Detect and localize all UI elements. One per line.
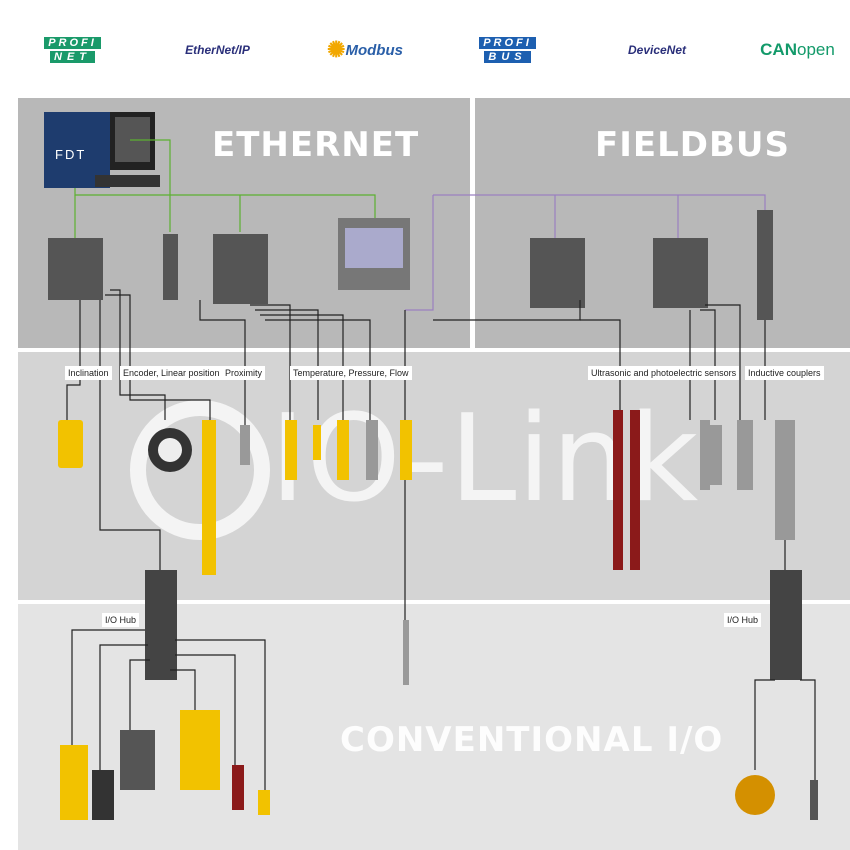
io-link-logo-circle — [130, 400, 270, 540]
fieldbus-title: FIELDBUS — [595, 125, 790, 165]
ethernet-ip-logo: EtherNet/IP — [185, 43, 250, 57]
label-proximity: Proximity — [222, 366, 266, 380]
label-io-hub-left: I/O Hub — [102, 613, 140, 627]
ethernet-lines — [74, 139, 376, 238]
profinet-logo: PROFI NET — [35, 30, 110, 70]
ethernet-title: ETHERNET — [212, 125, 420, 165]
label-inclination: Inclination — [65, 366, 112, 380]
light-curtains — [613, 410, 640, 570]
devicenet-logo: DeviceNet — [627, 43, 687, 57]
conventional-cables — [71, 629, 816, 790]
io-link-sensors — [58, 420, 412, 575]
conventional-devices — [60, 710, 818, 820]
label-encoder: Encoder, Linear position — [120, 366, 223, 380]
io-hubs — [145, 570, 802, 680]
label-temperature: Temperature, Pressure, Flow — [290, 366, 412, 380]
gear-icon: ✺ — [327, 37, 346, 62]
label-io-hub-right: I/O Hub — [724, 613, 762, 627]
label-fdt: FDT — [55, 147, 87, 162]
modbus-logo: ✺ Modbus — [327, 37, 403, 62]
io-link-cables — [66, 289, 786, 620]
label-inductive: Inductive couplers — [745, 366, 824, 380]
conventional-title: CONVENTIONAL I/O — [340, 720, 724, 760]
controllers — [48, 210, 773, 320]
label-ultrasonic: Ultrasonic and photoelectric sensors — [588, 366, 740, 380]
metal-sensors — [240, 420, 795, 685]
profibus-logo: PROFI BUS — [470, 30, 545, 70]
fieldbus-lines — [405, 194, 766, 311]
